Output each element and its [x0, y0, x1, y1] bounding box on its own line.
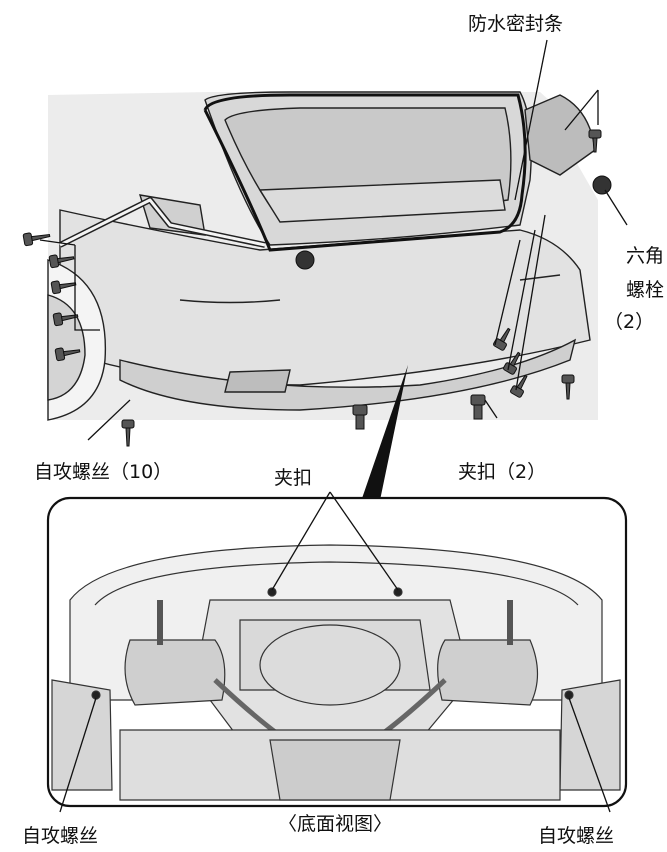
self-tap-screw-left-label: 自攻螺丝	[22, 825, 99, 847]
underside-illustration	[51, 544, 621, 801]
hex-bolt-label-line2: 螺栓	[626, 279, 665, 301]
weatherstrip-line	[203, 93, 527, 252]
self-tap-screw-10-label: 自攻螺丝（10）	[34, 461, 173, 483]
self-tap-screw-right-label: 自攻螺丝	[538, 825, 615, 847]
fastener-icons-top	[22, 129, 612, 447]
leader-lines-bottom	[59, 491, 611, 813]
hex-bolt-label-line1: 六角	[626, 245, 665, 267]
hex-bolt-count: （2）	[604, 311, 655, 333]
weatherstrip-label: 防水密封条	[468, 13, 564, 35]
clip-label-top: 夹扣	[274, 467, 313, 489]
clip-2-label: 夹扣（2）	[458, 461, 547, 483]
leader-lines-top	[39, 39, 628, 441]
bottom-view-caption: 〈底面视图〉	[278, 813, 393, 835]
view-pointer	[358, 365, 408, 510]
rear-car-illustration	[47, 91, 598, 421]
